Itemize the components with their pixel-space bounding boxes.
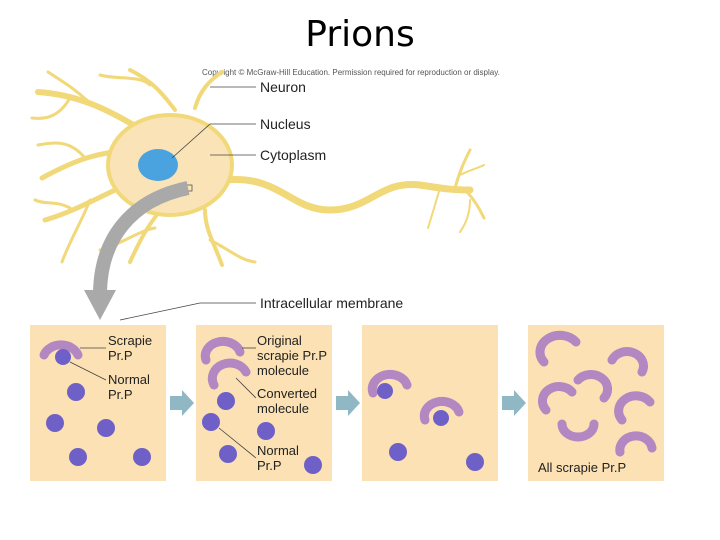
dendrite [60, 198, 92, 264]
normal-prp-molecule [433, 410, 449, 426]
scrapie-prp-molecule [419, 396, 464, 425]
axon-terminal [459, 164, 485, 176]
label-scrapie-prp: Scrapie Pr.P [108, 333, 153, 363]
original-scrapie-prp [200, 336, 245, 365]
dendrite [33, 198, 72, 210]
label-original-scrapie-prp: Original scrapie Pr.P molecule [257, 333, 328, 378]
label-nucleus: Nucleus [260, 116, 311, 132]
normal-prp-molecule [97, 419, 115, 437]
normal-prp-molecule [304, 456, 322, 474]
normal-prp-molecule [202, 413, 220, 431]
dendrite [46, 70, 92, 105]
scrapie-prp-molecule [614, 391, 655, 425]
label-converted-molecule: Converted molecule [257, 386, 317, 416]
scrapie-prp-molecule [615, 431, 657, 457]
normal-prp-molecule [219, 445, 237, 463]
label-normal-prp-2: Normal Pr.P [257, 443, 299, 473]
label-all-scrapie-prp: All scrapie Pr.P [538, 460, 627, 475]
axon-terminal [427, 187, 441, 229]
nucleus [138, 149, 178, 181]
normal-prp-molecule [67, 383, 85, 401]
dendrite [128, 68, 177, 112]
slide-title: Prions [305, 14, 415, 55]
scrapie-prp-molecule [367, 369, 412, 398]
label-intracellular-membrane: Intracellular membrane [260, 295, 404, 311]
converted-molecule [207, 358, 251, 390]
normal-prp-molecule [69, 448, 87, 466]
dendrite [98, 73, 152, 87]
dendrite [208, 238, 257, 264]
copyright-notice: Copyright © McGraw-Hill Education. Permi… [202, 68, 500, 77]
axon-terminal [463, 188, 486, 220]
transition-arrow [502, 390, 526, 416]
label-normal-prp: Normal Pr.P [108, 372, 150, 402]
dendrite [36, 141, 87, 160]
scrapie-prp-molecule [607, 347, 648, 377]
scrapie-prp-molecule [535, 330, 581, 367]
normal-prp-molecule [466, 453, 484, 471]
enlargement-arrow [93, 181, 190, 296]
transition-arrow [336, 390, 360, 416]
normal-prp-molecule [257, 422, 275, 440]
panel-stage-4 [528, 325, 664, 481]
dendrite [203, 208, 224, 267]
dendrite [193, 70, 224, 110]
axon [221, 176, 474, 214]
transition-arrow [170, 390, 194, 416]
scrapie-prp-molecule [573, 370, 613, 403]
scrapie-prp-molecule [537, 382, 577, 415]
enlargement-arrowhead [84, 290, 116, 320]
normal-prp-molecule [46, 414, 64, 432]
normal-prp-molecule [133, 448, 151, 466]
normal-prp-molecule [217, 392, 235, 410]
scrapie-prp-molecule [557, 419, 599, 442]
dendrite [30, 96, 72, 120]
normal-prp-molecule [389, 443, 407, 461]
label-neuron: Neuron [260, 79, 306, 95]
label-cytoplasm: Cytoplasm [260, 147, 327, 163]
scrapie-prp-molecule [39, 340, 83, 360]
normal-prp-molecule [55, 349, 71, 365]
axon-terminal [453, 148, 472, 190]
normal-prp-molecule [377, 383, 393, 399]
axon-terminal [459, 199, 471, 233]
